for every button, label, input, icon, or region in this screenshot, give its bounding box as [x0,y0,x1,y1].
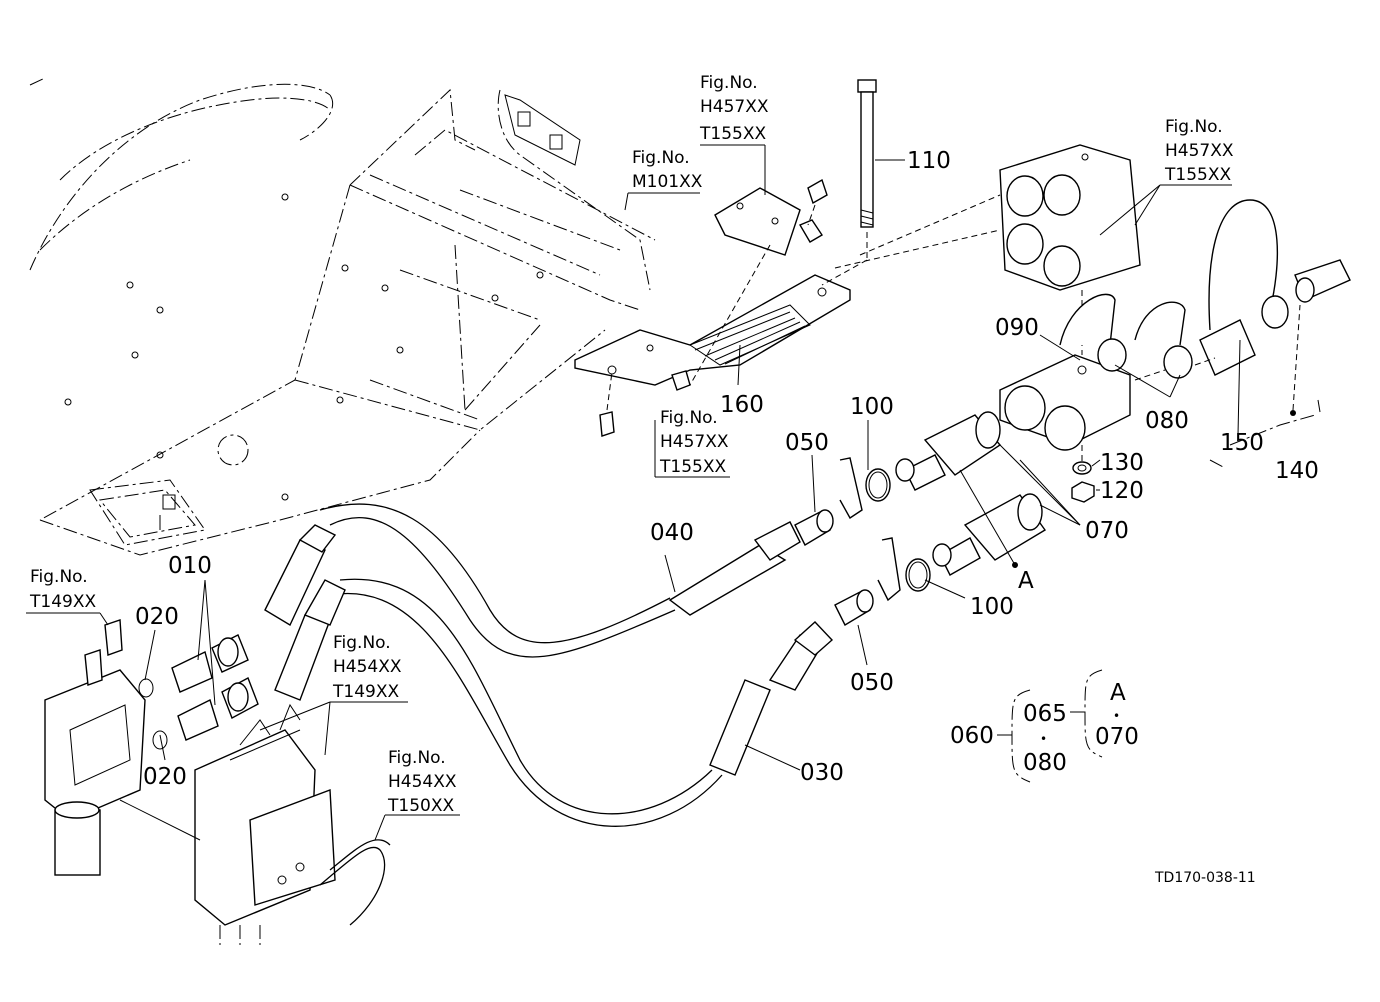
fig-ref-h457-right: Fig.No. H457XX T155XX [1164,117,1234,185]
part-label-050-upper: 050 [785,430,829,456]
fig-ref-h454-t149-line2: H454XX [333,657,402,677]
fig-ref-h457-right-line1: Fig.No. [1165,117,1223,137]
fig-ref-h454-t150: Fig.No. H454XX T150XX [387,748,457,816]
drawing-code: TD170-038-11 [1154,870,1256,886]
holder-090 [999,290,1131,451]
part-label-050-lower: 050 [850,670,894,696]
fig-ref-m101-line2: M101XX [632,172,703,192]
part-label-090: 090 [995,315,1039,341]
fig-ref-h454-t149-line3: T149XX [332,682,399,702]
hose-040 [319,503,801,658]
coupler-070-upper [895,411,1002,491]
part-label-100-lower: 100 [970,594,1014,620]
fig-ref-h454-t150-line1: Fig.No. [388,748,446,768]
assembly-key-a: A [1110,680,1126,706]
assembly-key-dot-2: • [1113,709,1120,723]
part-label-160: 160 [720,392,764,418]
coupler-holder-top [834,144,1141,291]
adapters-050 [794,509,874,626]
part-label-150: 150 [1220,430,1264,456]
snap-rings-100 [839,457,931,602]
fig-ref-t149-line2: T149XX [29,592,96,612]
part-label-010: 010 [168,553,212,579]
fig-ref-h457-top: Fig.No. H457XX T155XX [699,73,769,144]
part-label-140: 140 [1275,458,1319,484]
assembly-key-060: 060 [950,723,994,749]
assembly-key-dot-1: • [1040,732,1047,746]
clips-080-150 [1059,199,1351,469]
part-label-020-lower: 020 [143,764,187,790]
fig-ref-h454-t149-line1: Fig.No. [333,633,391,653]
part-label-110: 110 [907,148,951,174]
fig-ref-h454-t150-line2: H454XX [388,772,457,792]
fig-ref-h457-right-line2: H457XX [1165,141,1234,161]
part-label-020-upper: 020 [135,604,179,630]
fig-ref-h454-t150-line3: T150XX [387,796,454,816]
fig-ref-m101: Fig.No. M101XX [632,148,703,192]
fig-ref-h457-top-line3: T155XX [699,124,766,144]
bolt-110 [821,79,877,286]
part-label-120: 120 [1100,478,1144,504]
fig-ref-h454-t149: Fig.No. H454XX T149XX [332,633,402,702]
fig-ref-m101-line1: Fig.No. [632,148,690,168]
part-label-a: A [1018,568,1034,594]
part-label-080: 080 [1145,408,1189,434]
fig-ref-h457-mid: Fig.No. H457XX T155XX [659,408,729,477]
assembly-key-070: 070 [1095,724,1139,750]
leader-lines [26,144,1241,841]
part-label-100-upper: 100 [850,394,894,420]
assembly-key-065: 065 [1023,701,1067,727]
fig-ref-h457-right-line3: T155XX [1164,165,1231,185]
part-label-130: 130 [1100,450,1144,476]
fig-ref-t149: Fig.No. T149XX [29,567,96,612]
fig-ref-t149-line1: Fig.No. [30,567,88,587]
fig-ref-h457-mid-line2: H457XX [660,432,729,452]
part-labels: 110 090 080 150 140 160 100 050 130 120 … [135,148,1319,790]
fig-ref-h457-mid-line1: Fig.No. [660,408,718,428]
control-valves [44,619,391,945]
fig-ref-h457-top-line1: Fig.No. [700,73,758,93]
tractor-floor-outline [29,77,656,556]
nut-washer [1071,445,1095,503]
hose-ends-left [138,524,346,750]
part-label-070: 070 [1085,518,1129,544]
assembly-key: 060 065 • 080 A • 070 [950,669,1139,783]
bracket-plate [574,178,851,437]
fig-ref-h457-top-line2: H457XX [700,97,769,117]
part-label-030: 030 [800,760,844,786]
coupler-070-lower [932,493,1047,576]
hose-030 [329,578,834,827]
part-label-040: 040 [650,520,694,546]
fig-ref-h457-mid-line3: T155XX [659,457,726,477]
assembly-key-080: 080 [1023,750,1067,776]
